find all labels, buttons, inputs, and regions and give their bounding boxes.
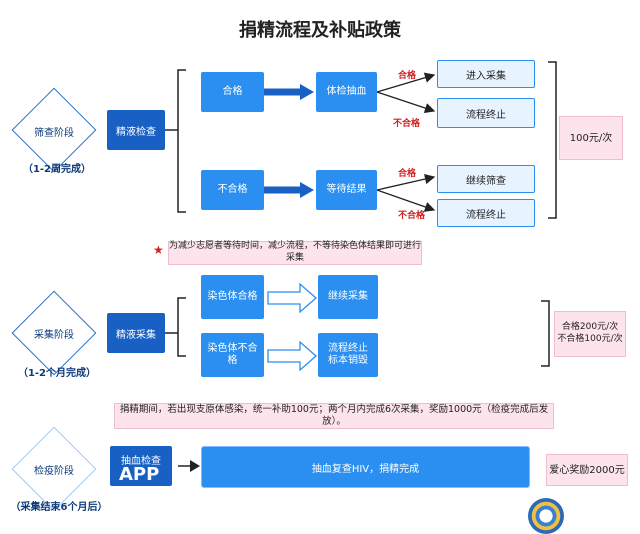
app-watermark-text: APP — [119, 464, 160, 485]
stage3-detail-box: 抽血复查HIV，捐精完成 — [201, 446, 530, 488]
stage3-reward: 爱心奖励2000元 — [546, 454, 628, 486]
stage1-outcome-enter-collection: 进入采集 — [437, 60, 535, 88]
page-title: 捐精流程及补贴政策 — [239, 20, 401, 41]
stage1-pass-next-box: 体检抽血 — [316, 72, 377, 112]
stage1-fail-next-box: 等待结果 — [316, 170, 377, 210]
stage2-name: 采集阶段 — [34, 330, 74, 341]
stage2-fail-next-box: 流程终止标本销毁 — [318, 333, 378, 377]
stage1-name: 筛查阶段 — [34, 128, 74, 139]
stage1-fail-result-fail-label: 不合格 — [398, 211, 426, 221]
stage2-subsidy-fail: 不合格100元/次 — [557, 334, 623, 344]
stage1-outcome-continue-screen: 继续筛查 — [437, 165, 535, 193]
stage3-duration: （采集结束6个月后） — [10, 502, 108, 513]
stage2-pass-box: 染色体合格 — [201, 275, 264, 319]
stage1-pass-box: 合格 — [201, 72, 264, 112]
stage1-action-box: 精液检查 — [107, 110, 165, 150]
stage2-note: 捐精期间，若出现支原体感染，统一补助100元；两个月内完成6次采集，奖励1000… — [114, 403, 554, 429]
stage3-name: 检疫阶段 — [34, 466, 74, 477]
stage1-duration: （1-2周完成） — [22, 164, 92, 175]
stage2-subsidy: 合格200元/次 不合格100元/次 — [554, 311, 626, 357]
stage1-outcome-terminate-2: 流程终止 — [437, 199, 535, 227]
stage1-fail-result-pass-label: 合格 — [398, 169, 417, 179]
stage1-fail-box: 不合格 — [201, 170, 264, 210]
stage1-subsidy: 100元/次 — [559, 116, 623, 160]
stage1-note: 为减少志愿者等待时间，减少流程，不等待染色体结果即可进行采集 — [168, 241, 422, 265]
stage3-action-box: 抽血检查 — [110, 446, 172, 486]
stage2-action-box: 精液采集 — [107, 313, 165, 353]
stage1-outcome-terminate-1: 流程终止 — [437, 98, 535, 128]
stage2-fail-box: 染色体不合格 — [201, 333, 264, 377]
organization-seal-logo — [528, 498, 564, 534]
stage2-pass-next-box: 继续采集 — [318, 275, 378, 319]
stage1-result-pass-label: 合格 — [398, 71, 417, 81]
stage2-subsidy-pass: 合格200元/次 — [561, 322, 619, 333]
star-icon: ★ — [153, 243, 164, 257]
stage2-duration: （1-2个月完成） — [17, 368, 97, 379]
stage1-result-fail-label: 不合格 — [393, 119, 421, 129]
